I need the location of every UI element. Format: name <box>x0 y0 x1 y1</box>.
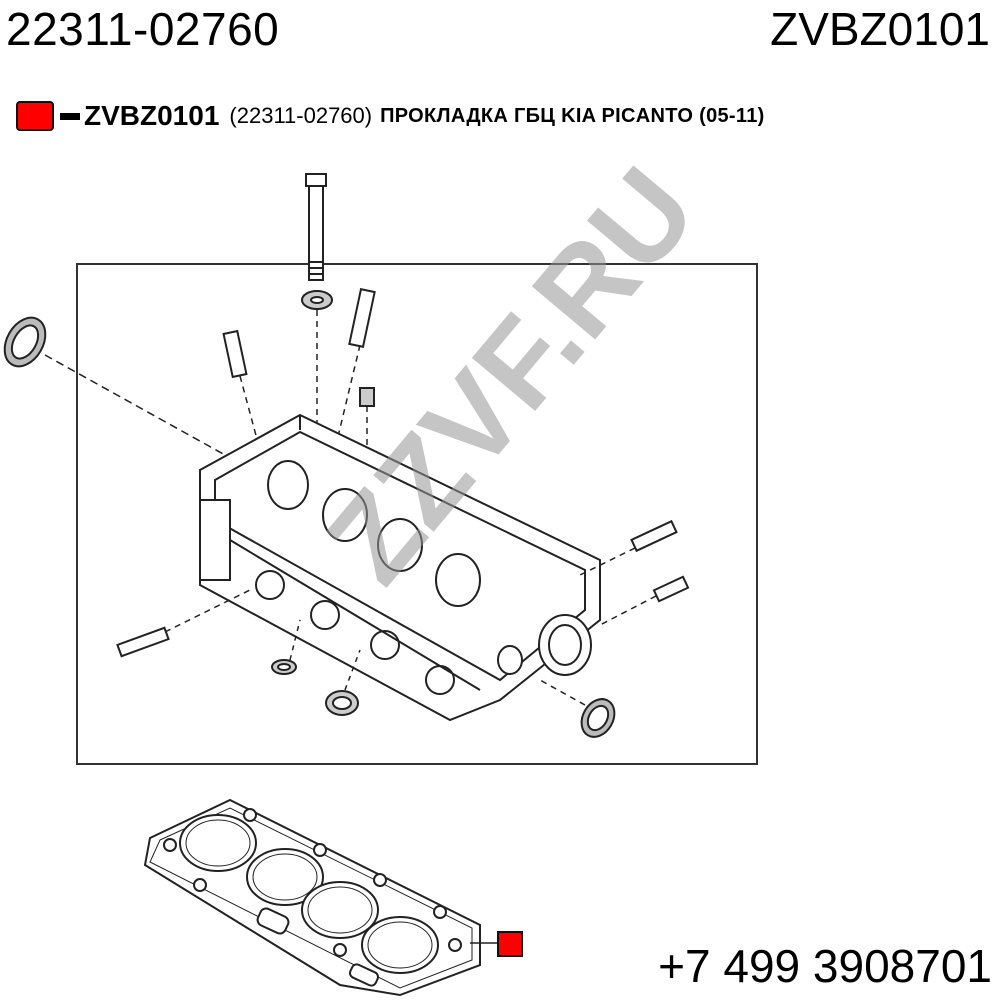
cylinder-head-body <box>199 413 601 722</box>
side-stud-right-bottom <box>599 575 690 626</box>
rear-seal <box>539 679 616 738</box>
oem-number-heading: 22311-02760 <box>6 3 280 55</box>
side-stud-left <box>116 589 251 658</box>
part-title-row: ZVBZ0101 (22311-02760) ПРОКЛАДКА ГБЦ KIA… <box>16 96 765 136</box>
gasket-red-marker-icon <box>497 931 523 957</box>
o-ring-large <box>325 649 361 716</box>
head-gasket <box>143 798 497 997</box>
stud-top-right <box>329 287 376 471</box>
diagram-frame <box>76 263 758 765</box>
dash-icon <box>60 112 80 120</box>
article-heading: ZVBZ0101 <box>770 3 990 55</box>
red-marker-icon <box>16 101 54 131</box>
contact-phone[interactable]: +7 499 3908701 <box>658 940 992 992</box>
side-stud-right-top <box>579 519 678 576</box>
title-article: ZVBZ0101 <box>84 100 220 131</box>
title-oem-number: (22311-02760) <box>229 103 373 128</box>
o-ring-small <box>271 619 301 675</box>
front-oil-seal <box>3 316 226 456</box>
title-description: ПРОКЛАДКА ГБЦ KIA PICANTO (05-11) <box>380 104 765 127</box>
head-bolt <box>305 173 327 281</box>
